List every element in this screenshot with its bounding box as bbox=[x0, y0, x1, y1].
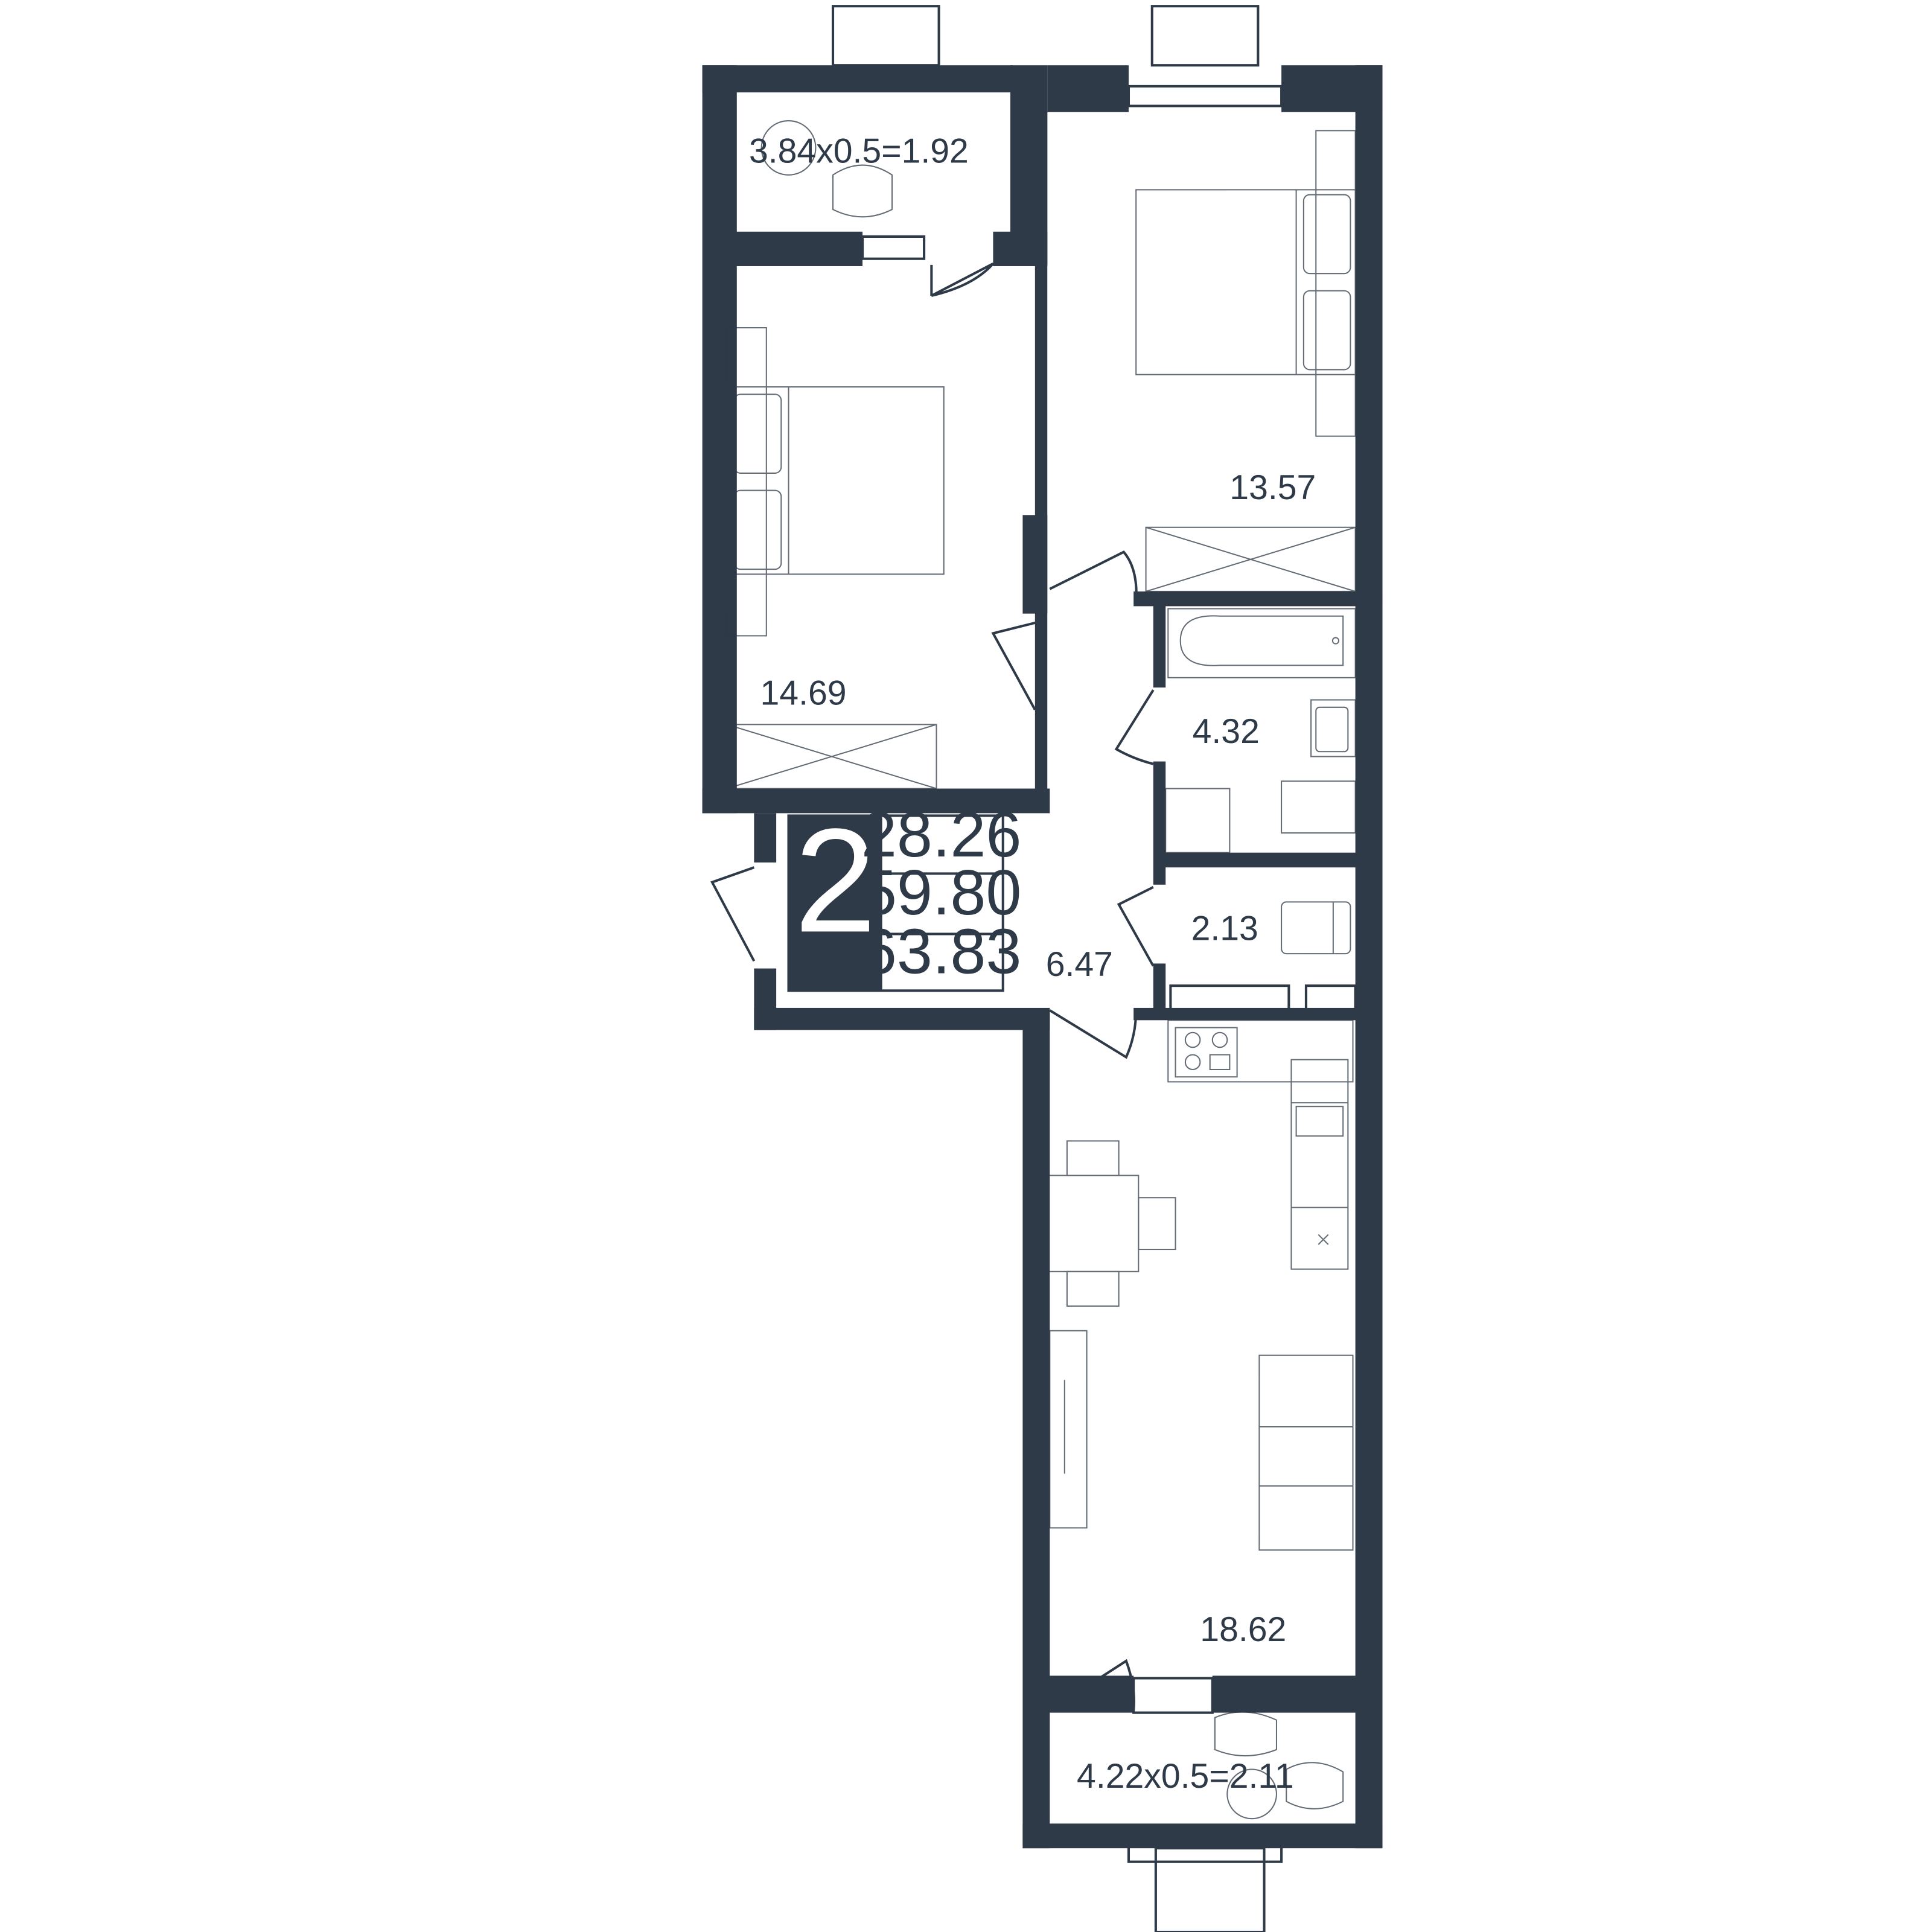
label-living-kitchen: 18.62 bbox=[1200, 1610, 1286, 1649]
label-bathroom: 4.32 bbox=[1193, 712, 1260, 751]
furniture bbox=[726, 120, 1356, 1820]
walls bbox=[702, 65, 1383, 1849]
label-bedroom-left: 14.69 bbox=[760, 674, 847, 713]
label-balcony-bottom: 4.22x0.5=2.11 bbox=[1077, 1757, 1294, 1796]
living-area: 28.26 bbox=[861, 799, 1022, 870]
label-bedroom-right: 13.57 bbox=[1229, 468, 1316, 507]
label-balcony-top: 3.84x0.5=1.92 bbox=[749, 132, 969, 170]
badge-frame bbox=[787, 814, 1004, 992]
windows bbox=[753, 5, 1357, 1932]
total-area-with-balcony: 63.83 bbox=[861, 916, 1022, 987]
label-hallway: 6.47 bbox=[1046, 945, 1113, 984]
room-labels: 3.84x0.5=1.92 14.69 13.57 4.32 2.13 6.47… bbox=[749, 132, 1316, 1796]
apartment-badge: 2 28.26 59.80 63.83 bbox=[787, 797, 1022, 992]
label-toilet: 2.13 bbox=[1191, 910, 1258, 948]
room-count: 2 bbox=[794, 797, 876, 963]
doors bbox=[710, 263, 1155, 1712]
badge-dark-block bbox=[788, 815, 882, 991]
total-area: 59.80 bbox=[861, 857, 1022, 928]
